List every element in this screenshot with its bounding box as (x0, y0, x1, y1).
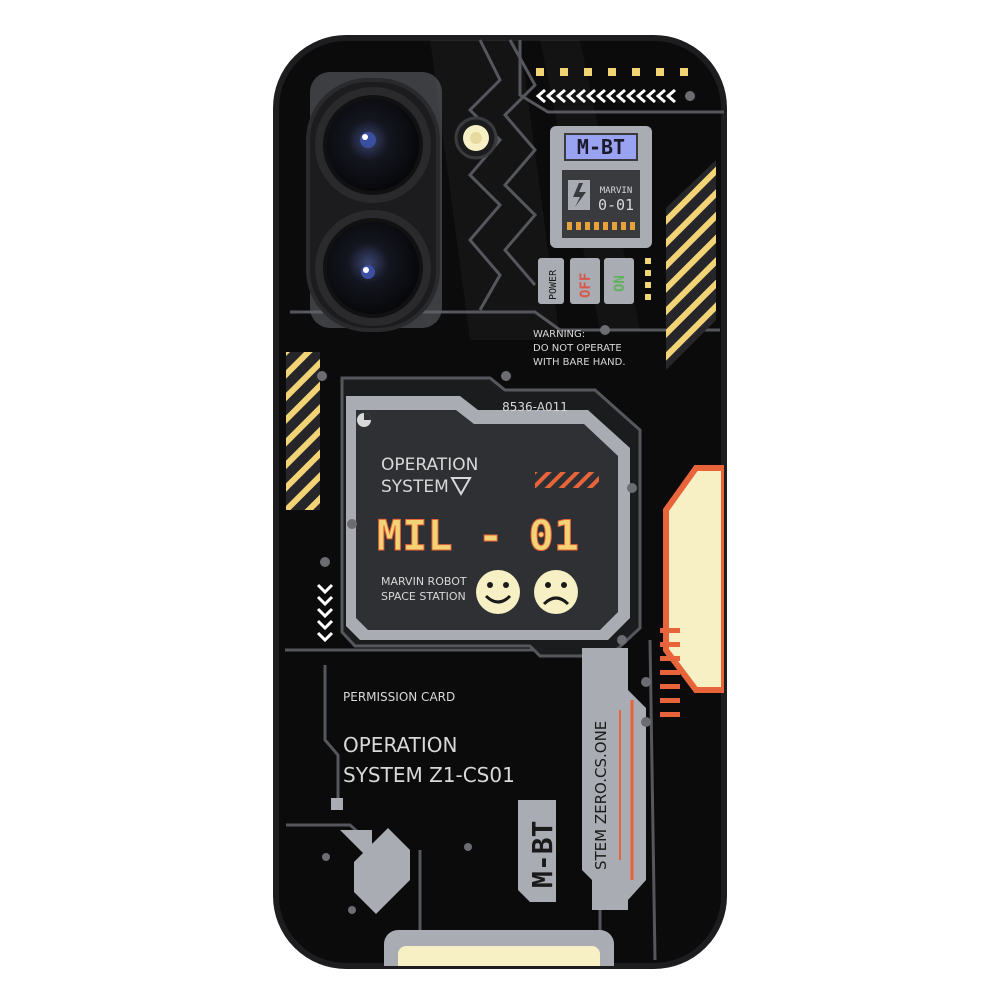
vertical-blade-panel: STEM ZERO.CS.ONE (582, 635, 651, 910)
right-bar-ladder (660, 628, 680, 717)
gray-diamond (354, 828, 410, 914)
marvin-code: 0-01 (598, 196, 634, 214)
on-label: ON (612, 275, 628, 292)
station-line1: MARVIN ROBOT (381, 575, 467, 588)
screw-icon (627, 483, 637, 493)
camera-lens-icon (315, 87, 431, 203)
serial-number: 8536-A011 (502, 400, 568, 414)
screw-icon (685, 91, 695, 101)
system-label-line2: SYSTEM Z1-CS01 (343, 763, 515, 787)
screw-icon (641, 717, 651, 727)
gloss-reflection (430, 40, 560, 340)
permission-card-label: PERMISSION CARD (343, 690, 455, 704)
screw-icon (322, 853, 330, 861)
orange-hazard-strip (535, 472, 599, 488)
screw-icon (348, 906, 356, 914)
vertical-mbt-badge: M-BT (518, 800, 559, 902)
down-triangle-icon (450, 477, 472, 497)
left-hazard-stripes (286, 352, 320, 510)
os-label-line1: OPERATION (381, 455, 478, 475)
screw-icon (320, 557, 330, 567)
warning-line-3: WITH BARE HAND. (533, 357, 626, 368)
indicator-dots (536, 68, 688, 76)
off-label: OFF (578, 273, 594, 298)
screw-icon (317, 371, 327, 381)
right-hazard-stripes (666, 160, 716, 370)
vertical-badge-label: M-BT (526, 821, 559, 888)
smiley-face-icon (476, 570, 520, 614)
camera-module (306, 72, 442, 332)
gray-node (331, 798, 343, 810)
station-line2: SPACE STATION (381, 590, 466, 603)
warning-line-2: DO NOT OPERATE (533, 343, 622, 354)
screw-icon (641, 677, 651, 687)
right-hex-panel (663, 465, 724, 693)
power-label: POWER (548, 269, 559, 300)
sad-face-icon (534, 570, 578, 614)
screw-icon (600, 325, 610, 335)
warning-title: WARNING: (533, 329, 585, 340)
mbt-badge-label: M-BT (577, 135, 625, 159)
flash-icon (454, 116, 498, 160)
main-screen-frame: 8536-A011 OPERATION SYSTEM MIL - 01 MARV… (317, 371, 642, 658)
os-label-line2: SYSTEM (381, 477, 449, 497)
screw-icon (501, 371, 511, 381)
vertical-code-label: STEM ZERO.CS.ONE (592, 721, 610, 870)
camera-lens-icon (315, 210, 431, 326)
chevron-down-icon (316, 583, 334, 643)
screw-icon (617, 635, 627, 645)
mbt-module: M-BT MARVIN 0-01 (550, 126, 652, 248)
power-switch-panel: POWER OFF ON (538, 258, 651, 304)
marvin-label: MARVIN (600, 186, 633, 196)
system-label-line1: OPERATION (343, 733, 457, 757)
chevron-left-icon (535, 88, 676, 104)
screw-icon (347, 519, 357, 529)
model-title: MIL - 01 (377, 511, 579, 560)
screw-icon (464, 843, 472, 851)
